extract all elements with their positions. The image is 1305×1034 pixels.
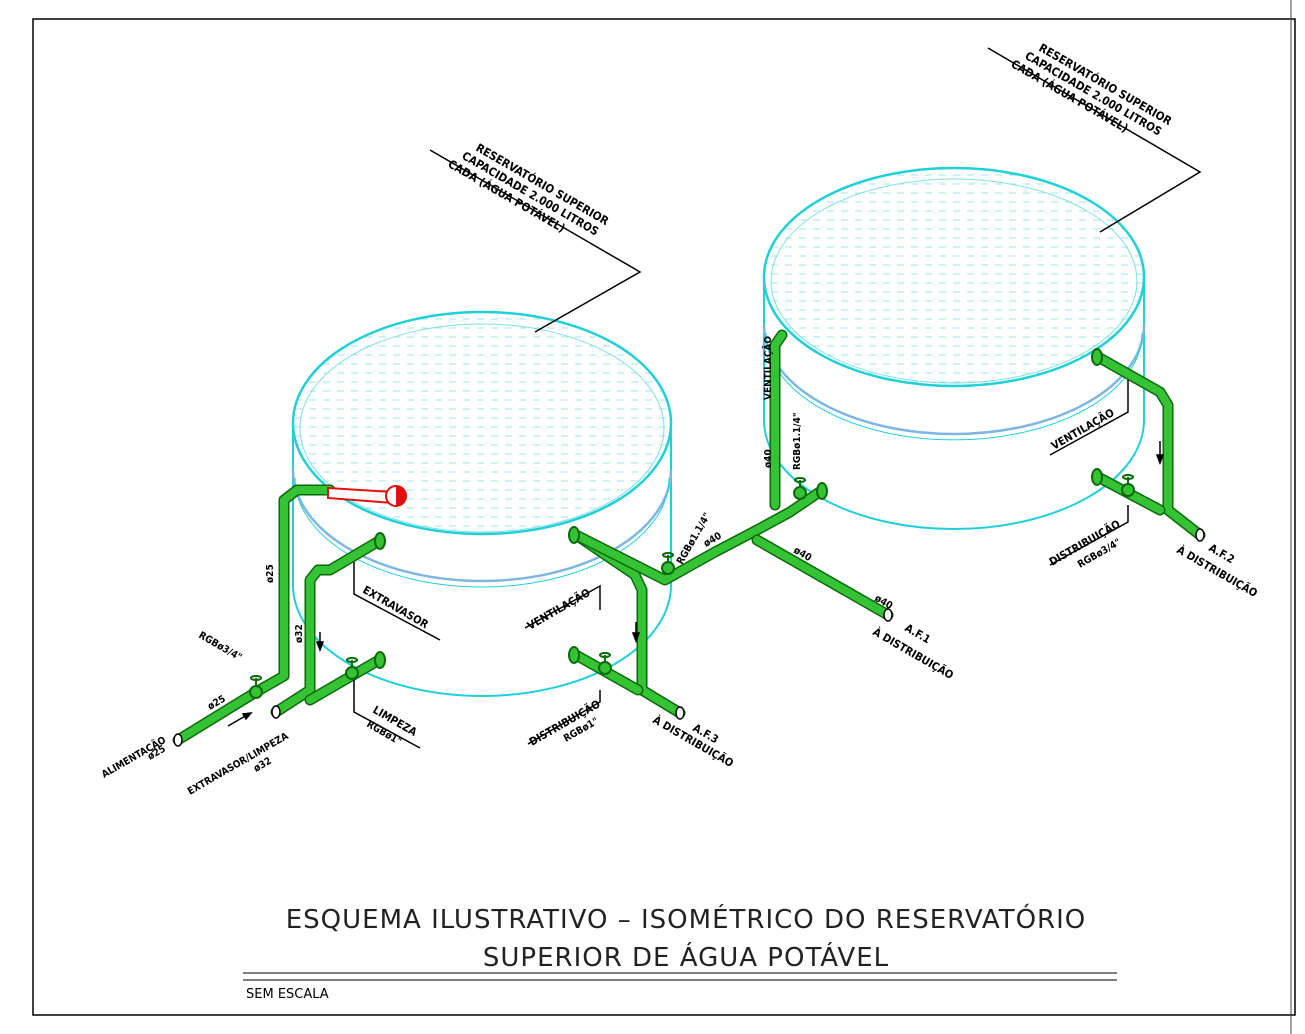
- left-tank: [291, 310, 673, 697]
- right-tank-callout-line-2: CAPACIDADE 2.000 LITROS: [1023, 49, 1165, 139]
- label-ventilacao-right: VENTILAÇÃO: [1049, 406, 1117, 452]
- leader-lines: [353, 47, 1202, 749]
- drawing-frame: [32, 18, 1296, 1016]
- label-af3-dest: À DISTRIBUIÇÃO: [651, 713, 736, 770]
- right-tank: [762, 166, 1146, 530]
- label-extravasor: EXTRAVASOR: [361, 583, 431, 631]
- label-rgb-114-right: RGBø1.1/4": [792, 412, 803, 470]
- gate-valves: [249, 474, 1135, 699]
- title-line-1: ESQUEMA ILUSTRATIVO – ISOMÉTRICO DO RESE…: [286, 903, 1087, 935]
- label-dia32-riser: ø32: [294, 624, 305, 643]
- left-tank-callout: RESERVATÓRIO SUPERIOR CAPACIDADE 2.000 L…: [446, 140, 612, 239]
- left-tank-callout-line-2: CAPACIDADE 2.000 LITROS: [460, 149, 602, 239]
- label-extravasor-limpeza: EXTRAVASOR/LIMPEZA: [186, 731, 291, 798]
- tank-flanges: [374, 348, 1103, 669]
- label-ventilacao-vertical: VENTILAÇÃO: [761, 336, 774, 400]
- label-ventilacao-left: VENTILAÇÃO: [525, 586, 593, 632]
- label-dia40-vertical: ø40: [763, 449, 774, 468]
- float-valve: [327, 485, 407, 507]
- pipe-ends: [173, 528, 1205, 747]
- label-dia25-riser: ø25: [265, 564, 276, 583]
- right-tank-callout: RESERVATÓRIO SUPERIOR CAPACIDADE 2.000 L…: [1009, 40, 1175, 139]
- left-tank-piping: [172, 329, 894, 746]
- flow-arrows: [227, 441, 1165, 727]
- title-line-2: SUPERIOR DE ÁGUA POTÁVEL: [483, 941, 889, 973]
- label-rgb-34-left: RGBø3/4": [197, 630, 244, 663]
- scale-note: SEM ESCALA: [246, 987, 329, 1002]
